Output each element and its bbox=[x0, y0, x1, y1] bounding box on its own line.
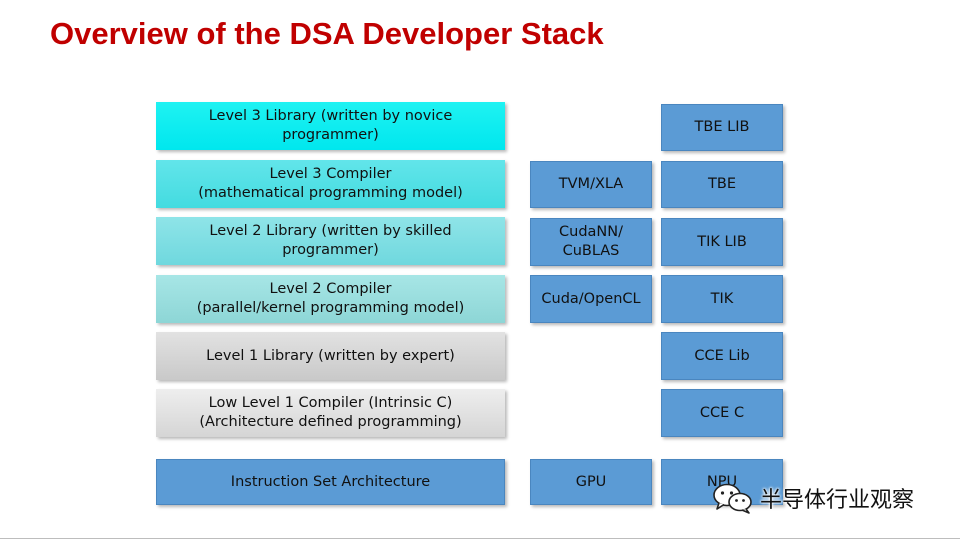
layer-low-level1-compiler: Low Level 1 Compiler (Intrinsic C) (Arch… bbox=[156, 389, 505, 437]
gpu-hardware: GPU bbox=[530, 459, 652, 505]
gpu-tvm-xla: TVM/XLA bbox=[530, 161, 652, 208]
layer-level2-library: Level 2 Library (written by skilled prog… bbox=[156, 217, 505, 265]
watermark: 半导体行业观察 bbox=[712, 479, 936, 517]
slide-bottom-border bbox=[0, 538, 960, 539]
npu-tbe: TBE bbox=[661, 161, 783, 208]
npu-tik-lib: TIK LIB bbox=[661, 218, 783, 266]
layer-instruction-set-architecture: Instruction Set Architecture bbox=[156, 459, 505, 505]
watermark-text: 半导体行业观察 bbox=[760, 488, 915, 513]
slide-title: Overview of the DSA Developer Stack bbox=[50, 16, 604, 51]
layer-level1-library: Level 1 Library (written by expert) bbox=[156, 332, 505, 380]
layer-level2-compiler: Level 2 Compiler (parallel/kernel progra… bbox=[156, 275, 505, 323]
npu-tbe-lib: TBE LIB bbox=[661, 104, 783, 151]
npu-tik: TIK bbox=[661, 275, 783, 323]
npu-cce-lib: CCE Lib bbox=[661, 332, 783, 380]
layer-level3-compiler: Level 3 Compiler (mathematical programmi… bbox=[156, 160, 505, 208]
layer-level3-library: Level 3 Library (written by novice progr… bbox=[156, 102, 505, 150]
wechat-icon bbox=[713, 483, 752, 514]
gpu-cudann-cublas: CudaNN/ CuBLAS bbox=[530, 218, 652, 266]
npu-cce-c: CCE C bbox=[661, 389, 783, 437]
gpu-cuda-opencl: Cuda/OpenCL bbox=[530, 275, 652, 323]
